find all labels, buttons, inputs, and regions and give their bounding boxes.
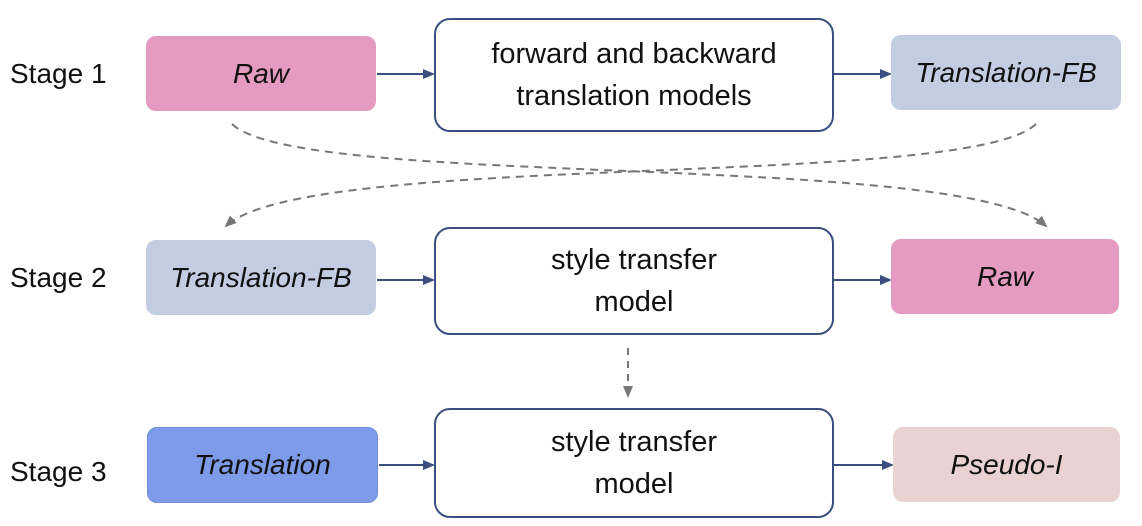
stage-3-model-line1: style transfer <box>551 425 717 458</box>
stage-3-input-label: Translation <box>194 449 331 480</box>
stage-2-model-node: style transfer model <box>434 227 834 335</box>
stage-2-model-line1: style transfer <box>551 243 717 276</box>
stage-1-output-node: Translation-FB <box>891 35 1121 110</box>
stage-1-input-label: Raw <box>232 57 289 89</box>
stage-3-input-node: Translation <box>147 427 378 503</box>
stage-2-input-node: Translation-FB <box>146 240 376 315</box>
stage-1-model-node: forward and backward translation models <box>434 18 834 132</box>
stage-2-label: Stage 2 <box>10 262 107 293</box>
stage-2-output-label: Raw <box>976 260 1033 292</box>
stage-3-output-label: Pseudo-I <box>950 448 1063 480</box>
stage-1-output-label: Translation-FB <box>915 56 1097 88</box>
dashed-arrow-raw-to-raw <box>231 123 1048 228</box>
stage-3-label: Stage 3 <box>10 456 107 487</box>
stage-1-input-node: Raw <box>146 36 376 111</box>
stage-1-model-line2: translation models <box>516 80 752 112</box>
stage-3-model-line2: model <box>594 468 674 500</box>
dashed-arrow-translationfb-to-translationfb <box>224 123 1037 228</box>
stage-1-label: Stage 1 <box>10 58 107 89</box>
stage-1-model-line1: forward and backward <box>491 37 777 70</box>
stage-3-output-node: Pseudo-I <box>893 427 1120 502</box>
stage-3-model-node: style transfer model <box>434 408 834 518</box>
stage-2-model-line2: model <box>594 286 674 318</box>
stage-2-output-node: Raw <box>891 239 1119 314</box>
stage-2-input-label: Translation-FB <box>170 261 352 293</box>
